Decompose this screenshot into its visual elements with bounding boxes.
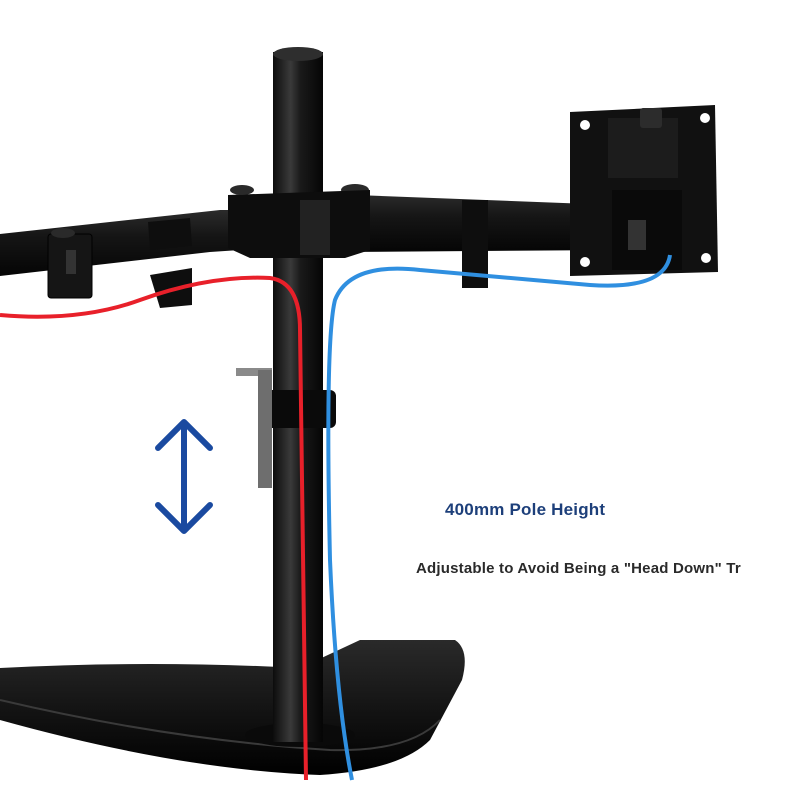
cable-clip	[236, 368, 336, 488]
pole-collar	[228, 185, 370, 258]
stand-base	[0, 640, 465, 775]
blue-cable	[326, 254, 672, 781]
subline-text: Adjustable to Avoid Being a "Head Down" …	[416, 560, 741, 577]
left-arm	[0, 210, 240, 308]
headline-text: 400mm Pole Height	[445, 500, 606, 519]
vesa-mount-plate	[570, 105, 718, 276]
double-arrow-vertical-icon	[155, 419, 213, 534]
red-cable	[0, 275, 308, 781]
